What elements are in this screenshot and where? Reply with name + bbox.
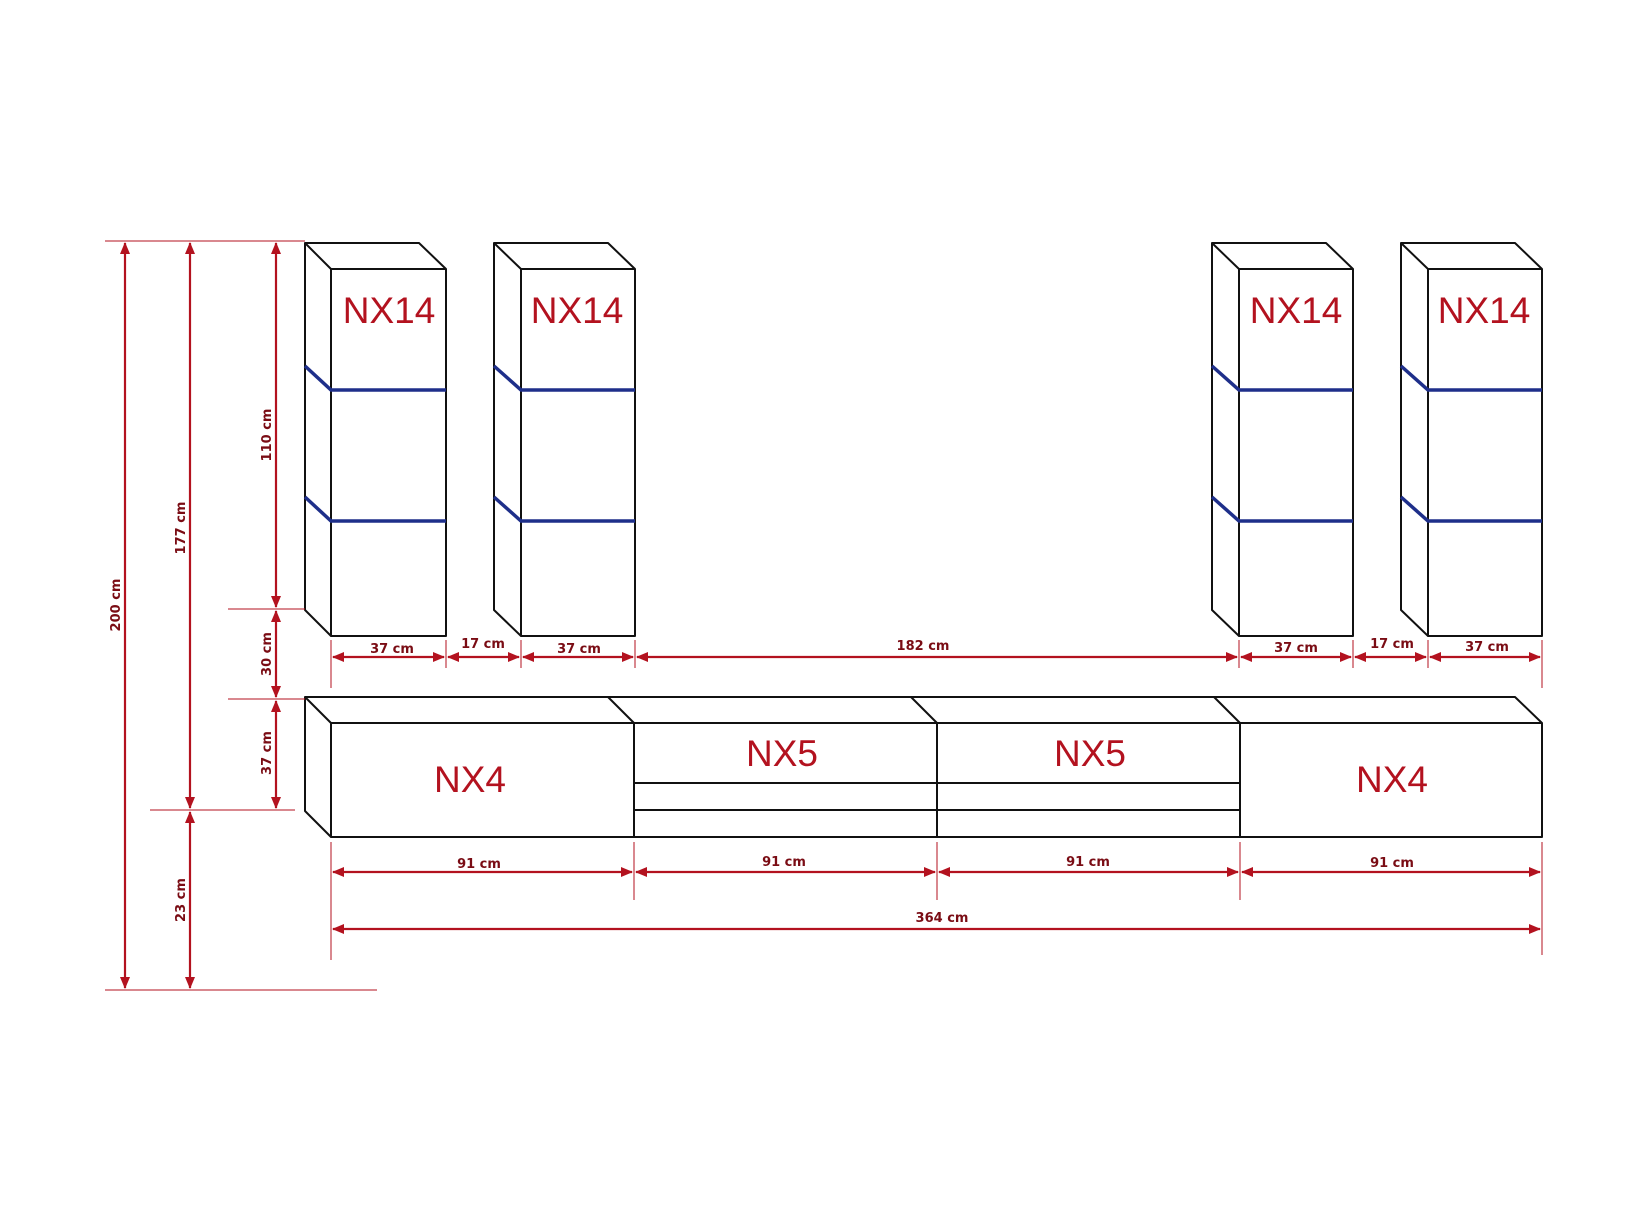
dimension-label: 364 cm: [916, 911, 969, 926]
low-sideboard: NX4 NX5 NX5 NX4: [304, 696, 1543, 838]
led-strip: [1399, 364, 1542, 392]
tall-row-dimensions: 37 cm 17 cm 37 cm 182 cm 37 cm 17 cm 37 …: [332, 637, 1541, 662]
led-strip: [303, 495, 446, 523]
unit-label: NX14: [531, 290, 624, 331]
led-strip: [303, 364, 446, 392]
dimension-label: 23 cm: [174, 878, 189, 922]
unit-label: NX4: [434, 759, 506, 800]
dimension-label: 37 cm: [260, 731, 275, 775]
vertical-dimensions: 200 cm 177 cm 110 cm 30 cm 37 cm 23 cm: [109, 242, 281, 989]
dimension-label: 110 cm: [260, 409, 275, 462]
dimension-label: 37 cm: [370, 642, 414, 657]
led-strip: [1210, 495, 1353, 523]
unit-label: NX4: [1356, 759, 1428, 800]
low-row-dimensions: 91 cm 91 cm 91 cm 91 cm 364 cm: [332, 855, 1541, 934]
dimension-label: 91 cm: [1066, 855, 1110, 870]
tall-cabinet-1: NX14: [303, 242, 447, 637]
dimension-label: 17 cm: [1370, 637, 1414, 652]
led-strip: [492, 364, 635, 392]
dimension-label: 91 cm: [1370, 856, 1414, 871]
dimension-label: 91 cm: [457, 857, 501, 872]
dimension-label: 37 cm: [1465, 640, 1509, 655]
dimension-label: 91 cm: [762, 855, 806, 870]
unit-label: NX5: [1054, 733, 1126, 774]
led-strip: [1210, 364, 1353, 392]
led-strip: [1399, 495, 1542, 523]
dimension-label: 200 cm: [109, 579, 124, 632]
unit-label: NX5: [746, 733, 818, 774]
tall-cabinet-2: NX14: [492, 242, 636, 637]
dimension-label: 182 cm: [897, 639, 950, 654]
dimension-label: 177 cm: [174, 502, 189, 555]
tall-cabinet-3: NX14: [1210, 242, 1354, 637]
dimension-label: 30 cm: [260, 632, 275, 676]
extension-lines: [105, 240, 1543, 991]
dimension-label: 17 cm: [461, 637, 505, 652]
unit-label: NX14: [1250, 290, 1343, 331]
unit-label: NX14: [343, 290, 436, 331]
dimension-label: 37 cm: [1274, 641, 1318, 656]
tall-cabinet-4: NX14: [1399, 242, 1543, 637]
unit-label: NX14: [1438, 290, 1531, 331]
led-strip: [492, 495, 635, 523]
dimension-label: 37 cm: [557, 642, 601, 657]
